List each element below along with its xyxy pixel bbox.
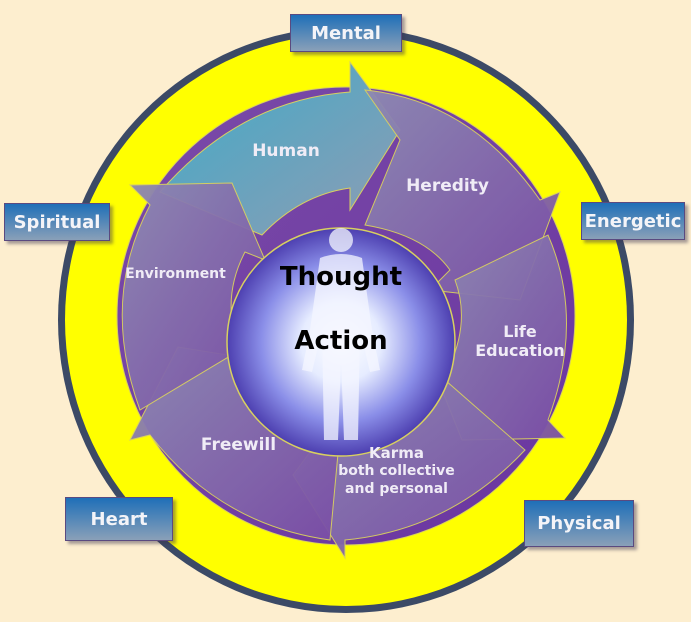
arrow-label-karma: Karma — [369, 444, 424, 462]
arrow-label-human: Human — [252, 141, 320, 161]
human-silhouette-icon — [302, 228, 380, 440]
label-box-energetic: Energetic — [581, 202, 685, 240]
label-box-physical: Physical — [524, 500, 634, 547]
label-box-spiritual: Spiritual — [4, 203, 110, 241]
arrow-label-karma-line3: and personal — [345, 481, 448, 497]
arrow-life-education — [429, 234, 567, 441]
center-text-action: Action — [294, 326, 388, 356]
center-text-thought: Thought — [279, 262, 403, 292]
label-box-heart: Heart — [65, 497, 173, 541]
label-box-mental: Mental — [290, 14, 402, 52]
arrow-heredity — [363, 89, 561, 301]
arrow-label-freewill: Freewill — [200, 435, 277, 455]
arrow-label-life: Life — [503, 322, 537, 341]
arrow-label-karma-line2: both collective — [338, 463, 455, 479]
arrow-label-environment: Environment — [125, 266, 226, 282]
arrow-label-heredity: Heredity — [406, 176, 489, 196]
arrow-label-education: Education — [475, 341, 565, 360]
